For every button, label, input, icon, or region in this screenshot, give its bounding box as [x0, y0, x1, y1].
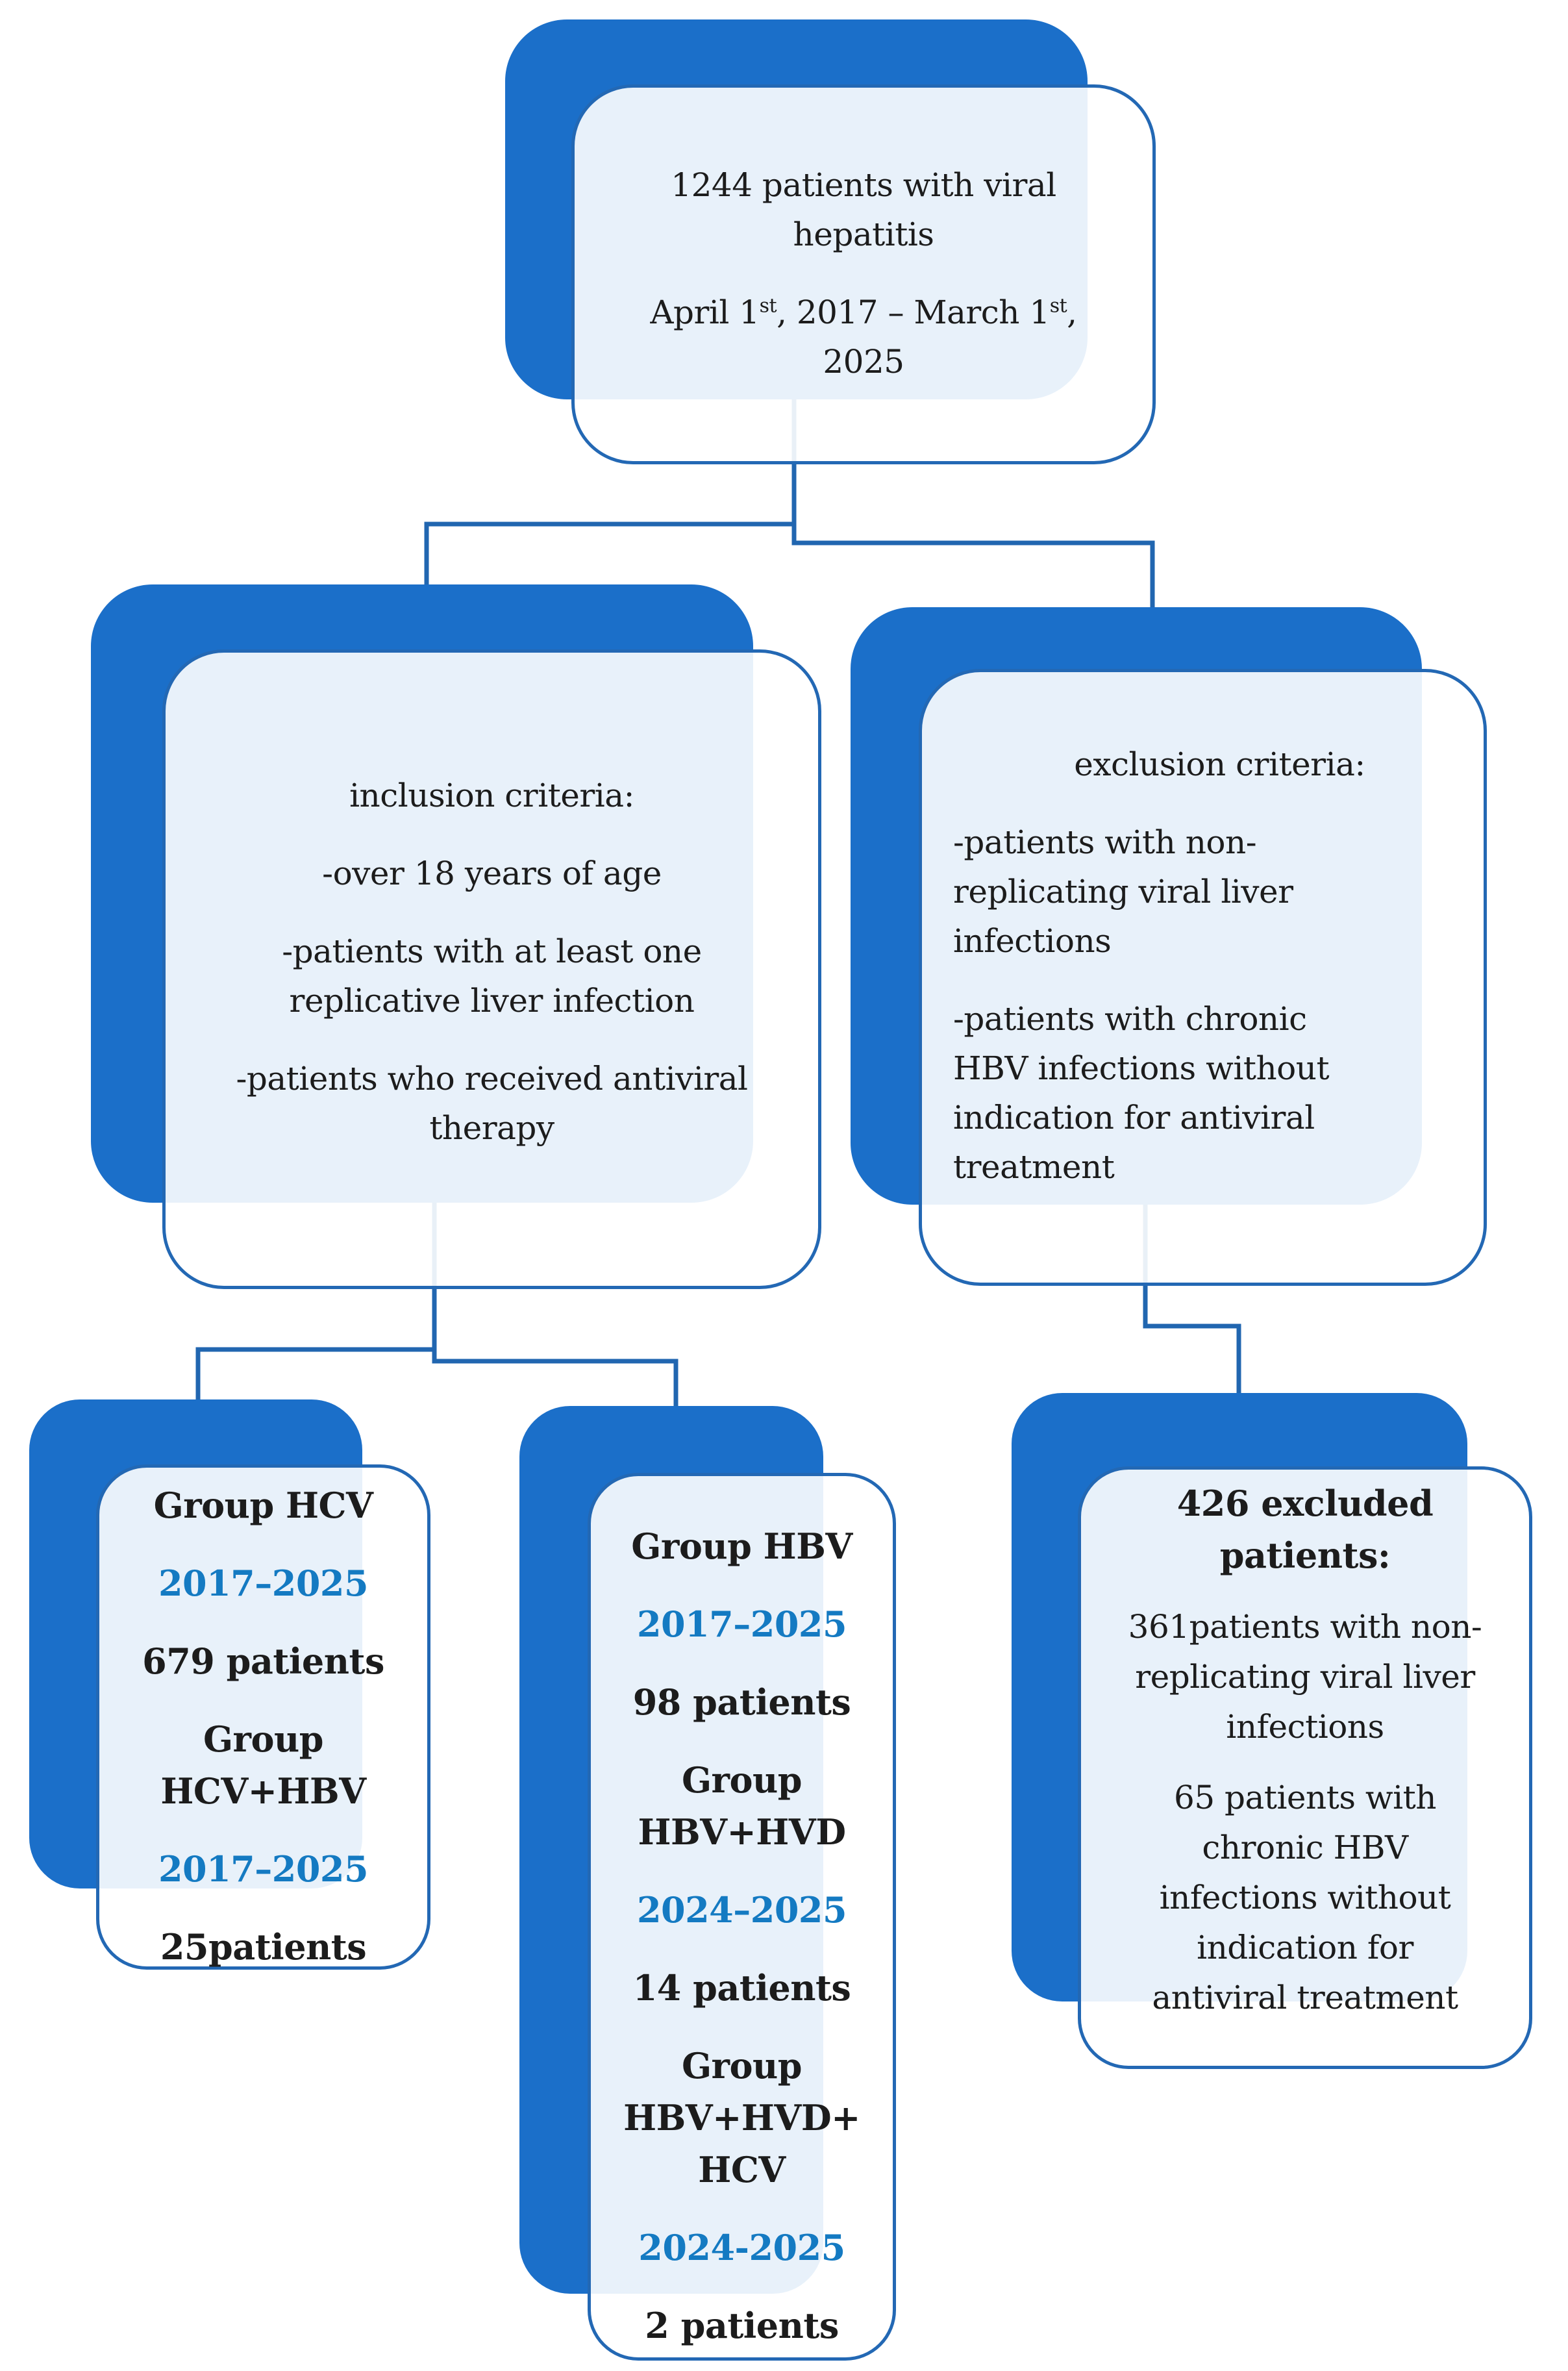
group-hbv-hvd-hcv-title: HCV: [698, 2149, 786, 2190]
exclusion-item: infections: [953, 922, 1112, 960]
inclusion-item: -patients who received antiviral: [236, 1060, 748, 1098]
group-hbv-hvd-period: 2024–2025: [636, 1889, 847, 1931]
node-total-patients: 1244 patients with viral hepatitis April…: [571, 84, 1156, 464]
group-hcv-hbv-period: 2017–2025: [158, 1848, 369, 1890]
excluded-item: 361patients with non-: [1128, 1608, 1482, 1646]
group-hcv-hbv-title: HCV+HBV: [160, 1770, 366, 1812]
group-hbv-count: 98 patients: [632, 1681, 851, 1723]
inclusion-item: replicative liver infection: [289, 982, 695, 1020]
group-hbv-hvd-hcv-title: Group: [681, 2045, 803, 2087]
node-group-hcv: Group HCV 2017–2025 679 patients Group H…: [96, 1464, 430, 1970]
group-hbv-hvd-title: Group: [681, 1759, 803, 1801]
group-hcv-period: 2017–2025: [158, 1562, 369, 1604]
group-hbv-hvd-count: 14 patients: [632, 1967, 851, 2009]
study-period-year-line: 2025: [823, 343, 904, 381]
exclusion-item: indication for antiviral: [953, 1099, 1315, 1136]
group-hbv-title: Group HBV: [631, 1525, 852, 1567]
excluded-heading: patients:: [1219, 1535, 1391, 1576]
excluded-item: antiviral treatment: [1152, 1979, 1458, 2016]
node-inclusion-criteria: inclusion criteria: -over 18 years of ag…: [162, 649, 821, 1289]
group-hbv-hvd-title: HBV+HVD: [638, 1811, 846, 1853]
study-period-line: April 1st, 2017 – March 1st,: [650, 294, 1077, 331]
node-excluded-patients: 426 excluded patients: 361patients with …: [1078, 1466, 1532, 2069]
group-hcv-hbv-title: Group: [203, 1718, 324, 1760]
inclusion-item: -over 18 years of age: [322, 855, 662, 892]
exclusion-item: HBV infections without: [953, 1049, 1330, 1087]
group-hcv-hbv-count: 25patients: [160, 1926, 367, 1968]
excluded-item: 65 patients with: [1174, 1779, 1436, 1816]
excluded-item: infections without: [1159, 1879, 1451, 1916]
node-exclusion-criteria: exclusion criteria: -patients with non- …: [919, 669, 1487, 1286]
exclusion-item: -patients with chronic: [953, 1000, 1307, 1038]
group-hcv-title: Group HCV: [153, 1485, 373, 1526]
group-hbv-hvd-hcv-title: HBV+HVD+: [623, 2097, 860, 2139]
exclusion-item: replicating viral liver: [953, 873, 1293, 910]
group-hcv-count: 679 patients: [142, 1640, 384, 1682]
excluded-item: replicating viral liver: [1135, 1658, 1475, 1696]
connector-top-to-exclusion: [791, 524, 1155, 610]
excluded-item: infections: [1226, 1708, 1384, 1746]
total-patients-line-1: 1244 patients with viral: [671, 166, 1056, 204]
group-hbv-period: 2017–2025: [636, 1603, 847, 1645]
excluded-item: indication for: [1197, 1929, 1413, 1966]
exclusion-item: -patients with non-: [953, 823, 1257, 861]
inclusion-item: -patients with at least one: [282, 933, 702, 970]
excluded-item: chronic HBV: [1202, 1829, 1408, 1866]
total-patients-line-2: hepatitis: [793, 216, 934, 253]
inclusion-item: therapy: [429, 1109, 554, 1147]
group-hbv-hvd-hcv-period: 2024-2025: [638, 2227, 845, 2268]
node-group-hbv: Group HBV 2017–2025 98 patients Group HB…: [588, 1473, 896, 2361]
exclusion-title: exclusion criteria:: [1074, 746, 1365, 783]
exclusion-item: treatment: [953, 1148, 1115, 1186]
excluded-heading: 426 excluded: [1176, 1483, 1434, 1524]
inclusion-title: inclusion criteria:: [349, 777, 634, 814]
connector-inclusion-to-group-hbv: [432, 1349, 678, 1411]
group-hbv-hvd-hcv-count: 2 patients: [645, 2305, 839, 2346]
